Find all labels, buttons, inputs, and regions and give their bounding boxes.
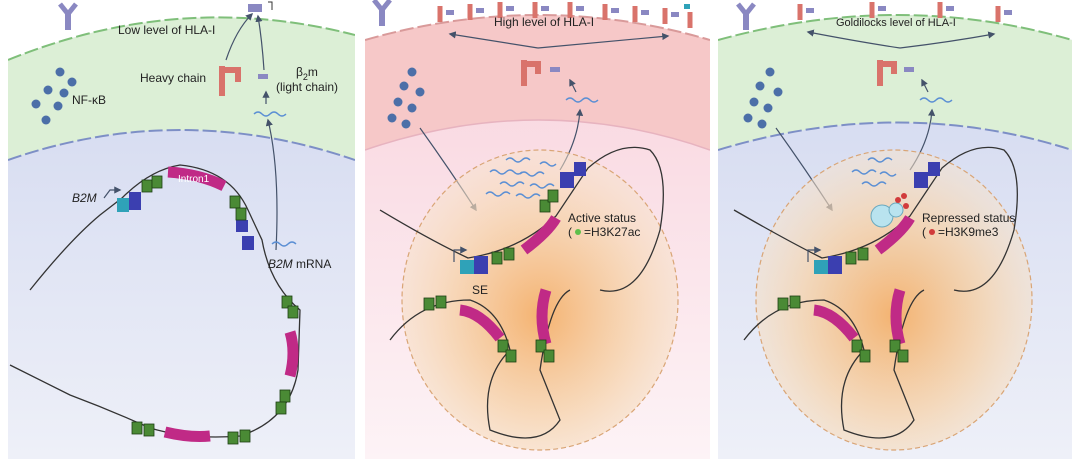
intron-p3-1 [874, 215, 915, 255]
h3k27ac-label: =H3K27ac [584, 225, 640, 239]
heavy-chain-icon [219, 66, 241, 96]
exon-promoter-3 [814, 260, 828, 274]
exon-promoter-2 [460, 260, 474, 274]
intron-2 [284, 330, 299, 378]
cell-membrane-3 [718, 14, 1072, 41]
exon-2 [236, 220, 248, 232]
h3k9me3-label: =H3K9me3 [938, 225, 999, 239]
intron-p3-3 [890, 288, 906, 346]
nucleosomes-3 [777, 247, 909, 363]
nucleosomes [131, 175, 299, 445]
panel-1-title: Low level of HLA-I [118, 23, 215, 37]
cell-membrane-2 [365, 14, 710, 41]
nfkb-dots-2 [387, 67, 425, 129]
hla-complexes-mid [797, 2, 1012, 22]
exon-p3-1 [828, 256, 842, 274]
heavy-chain-icon-3 [877, 60, 897, 86]
intron-3 [163, 426, 211, 442]
hla-complexes-high [437, 2, 693, 28]
exon-1 [129, 192, 141, 210]
nfkb-dots [31, 67, 77, 125]
exon-promoter [117, 198, 129, 212]
dna-strand-3 [389, 289, 571, 439]
nucleosomes-2 [423, 189, 559, 363]
dna-strand-p3-2 [743, 289, 925, 439]
nuclear-envelope-2 [365, 119, 710, 151]
se-label: SE [472, 283, 488, 297]
panel-goldilocks-hla: Goldilocks level of HLA-I [718, 0, 1072, 459]
cell-membrane [8, 16, 355, 61]
exon-p2-1 [474, 256, 488, 274]
b2m-mrna-label: B2M mRNA [268, 257, 331, 271]
hla-receptor-icon-3 [736, 2, 756, 30]
panel-2-title: High level of HLA-I [494, 15, 594, 29]
cytoplasm-region-3 [718, 15, 1072, 150]
nuclear-envelope [8, 129, 355, 161]
exon-p3-2 [914, 172, 928, 188]
active-status-label: Active status [568, 211, 636, 225]
hla-receptor-icon [58, 2, 78, 30]
intron-label: Intron1 [178, 174, 210, 185]
nuclear-envelope-3 [718, 121, 1072, 151]
light-chain-icon-2 [550, 67, 560, 72]
repressed-status-label: Repressed status [922, 211, 1015, 225]
mrna-cluster-3 [851, 157, 897, 187]
dna-strand-p3-1 [733, 146, 1018, 292]
hla-complex-icon [248, 4, 262, 12]
intron-p2-2 [459, 304, 505, 342]
svg-text:(: ( [922, 225, 926, 239]
intron-1 [167, 166, 227, 191]
panel-high-hla: High level of HLA-I [365, 0, 710, 459]
exon-p2-2 [560, 172, 574, 188]
exon-p2-3 [574, 162, 586, 176]
h3k27ac-marker-icon [575, 229, 581, 235]
dna-strand [9, 164, 301, 438]
nfkb-dots-3 [743, 67, 783, 129]
dna-strand-2 [379, 146, 664, 292]
intron-p2-1 [520, 215, 561, 255]
b2m-gene-label: B2M [72, 191, 97, 205]
panel-low-hla: Low level of HLA-I NF-κB Heavy chain β2m… [8, 0, 355, 459]
intron-p3-2 [813, 304, 859, 342]
heavy-chain-icon-2 [521, 60, 541, 86]
exon-3 [242, 236, 254, 250]
cytoplasm-region-2 [365, 15, 710, 150]
extracellular-space [8, 0, 355, 60]
exon-p3-3 [928, 162, 940, 176]
nfkb-label: NF-κB [72, 93, 106, 107]
light-chain-icon [258, 74, 268, 79]
light-chain-label: β2m [296, 65, 318, 82]
repressor-complex-icon [870, 193, 909, 228]
intron-p2-3 [536, 288, 552, 346]
panel-3-title: Goldilocks level of HLA-I [836, 17, 956, 29]
heavy-chain-label: Heavy chain [140, 71, 206, 85]
light-chain-icon-3 [904, 67, 914, 72]
svg-text:(: ( [568, 225, 572, 239]
hla-receptor-icon-2 [372, 0, 392, 26]
h3k9me3-marker-icon [929, 229, 935, 235]
light-chain-sub-label: (light chain) [276, 80, 338, 94]
mrna-cluster [485, 157, 557, 199]
